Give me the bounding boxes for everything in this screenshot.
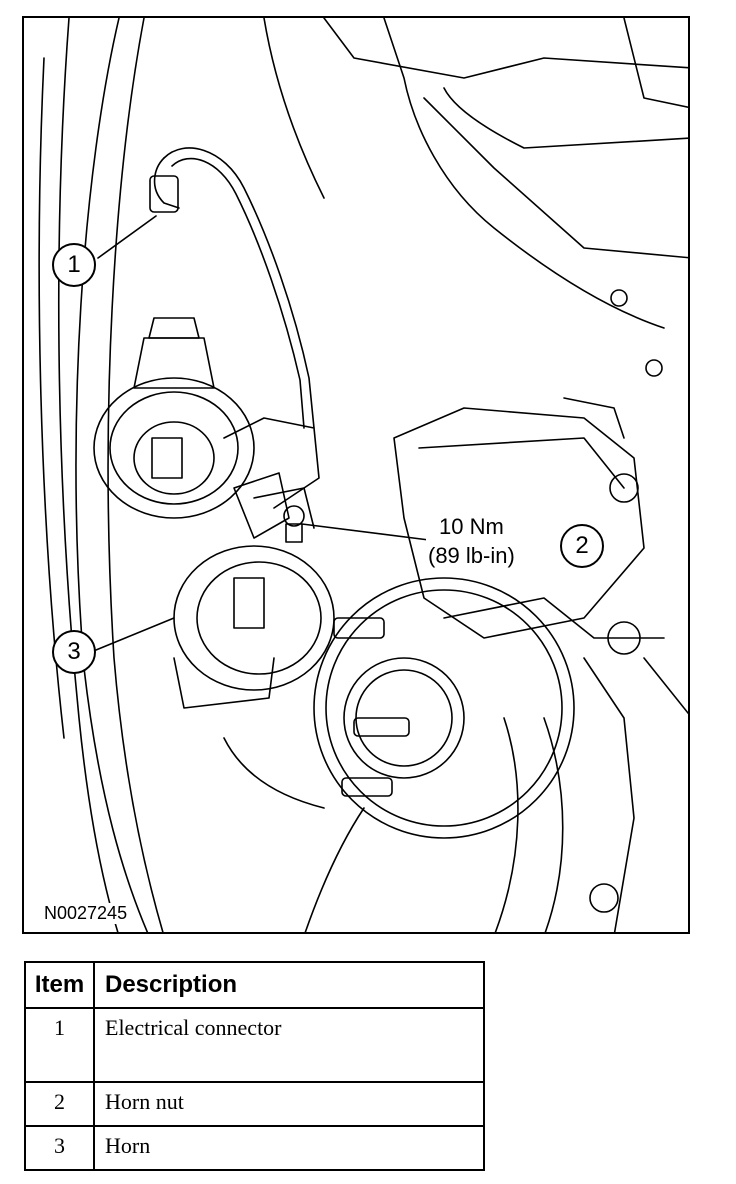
- table-header-row: Item Description: [24, 961, 485, 1009]
- diagram-figure: 1 2 3 10 Nm (89 lb-in) N0027245: [22, 16, 690, 934]
- table-row: 2 Horn nut: [24, 1081, 485, 1127]
- item-description: Horn: [93, 1125, 485, 1171]
- table-row: 1 Electrical connector: [24, 1007, 485, 1083]
- header-description: Description: [93, 961, 485, 1009]
- torque-imperial: (89 lb-in): [428, 543, 515, 568]
- figure-id: N0027245: [42, 903, 130, 924]
- item-description: Horn nut: [93, 1081, 485, 1127]
- table-row: 3 Horn: [24, 1125, 485, 1171]
- item-description: Electrical connector: [93, 1007, 485, 1083]
- parts-table: Item Description 1 Electrical connector …: [24, 961, 485, 1171]
- callout-1: 1: [52, 243, 96, 287]
- item-number: 3: [24, 1125, 95, 1171]
- item-number: 1: [24, 1007, 95, 1083]
- callout-3: 3: [52, 630, 96, 674]
- torque-spec: 10 Nm (89 lb-in): [426, 512, 517, 570]
- header-item: Item: [24, 961, 95, 1009]
- horn-line-drawing: [38, 18, 688, 932]
- item-number: 2: [24, 1081, 95, 1127]
- torque-metric: 10 Nm: [439, 514, 504, 539]
- callout-2: 2: [560, 524, 604, 568]
